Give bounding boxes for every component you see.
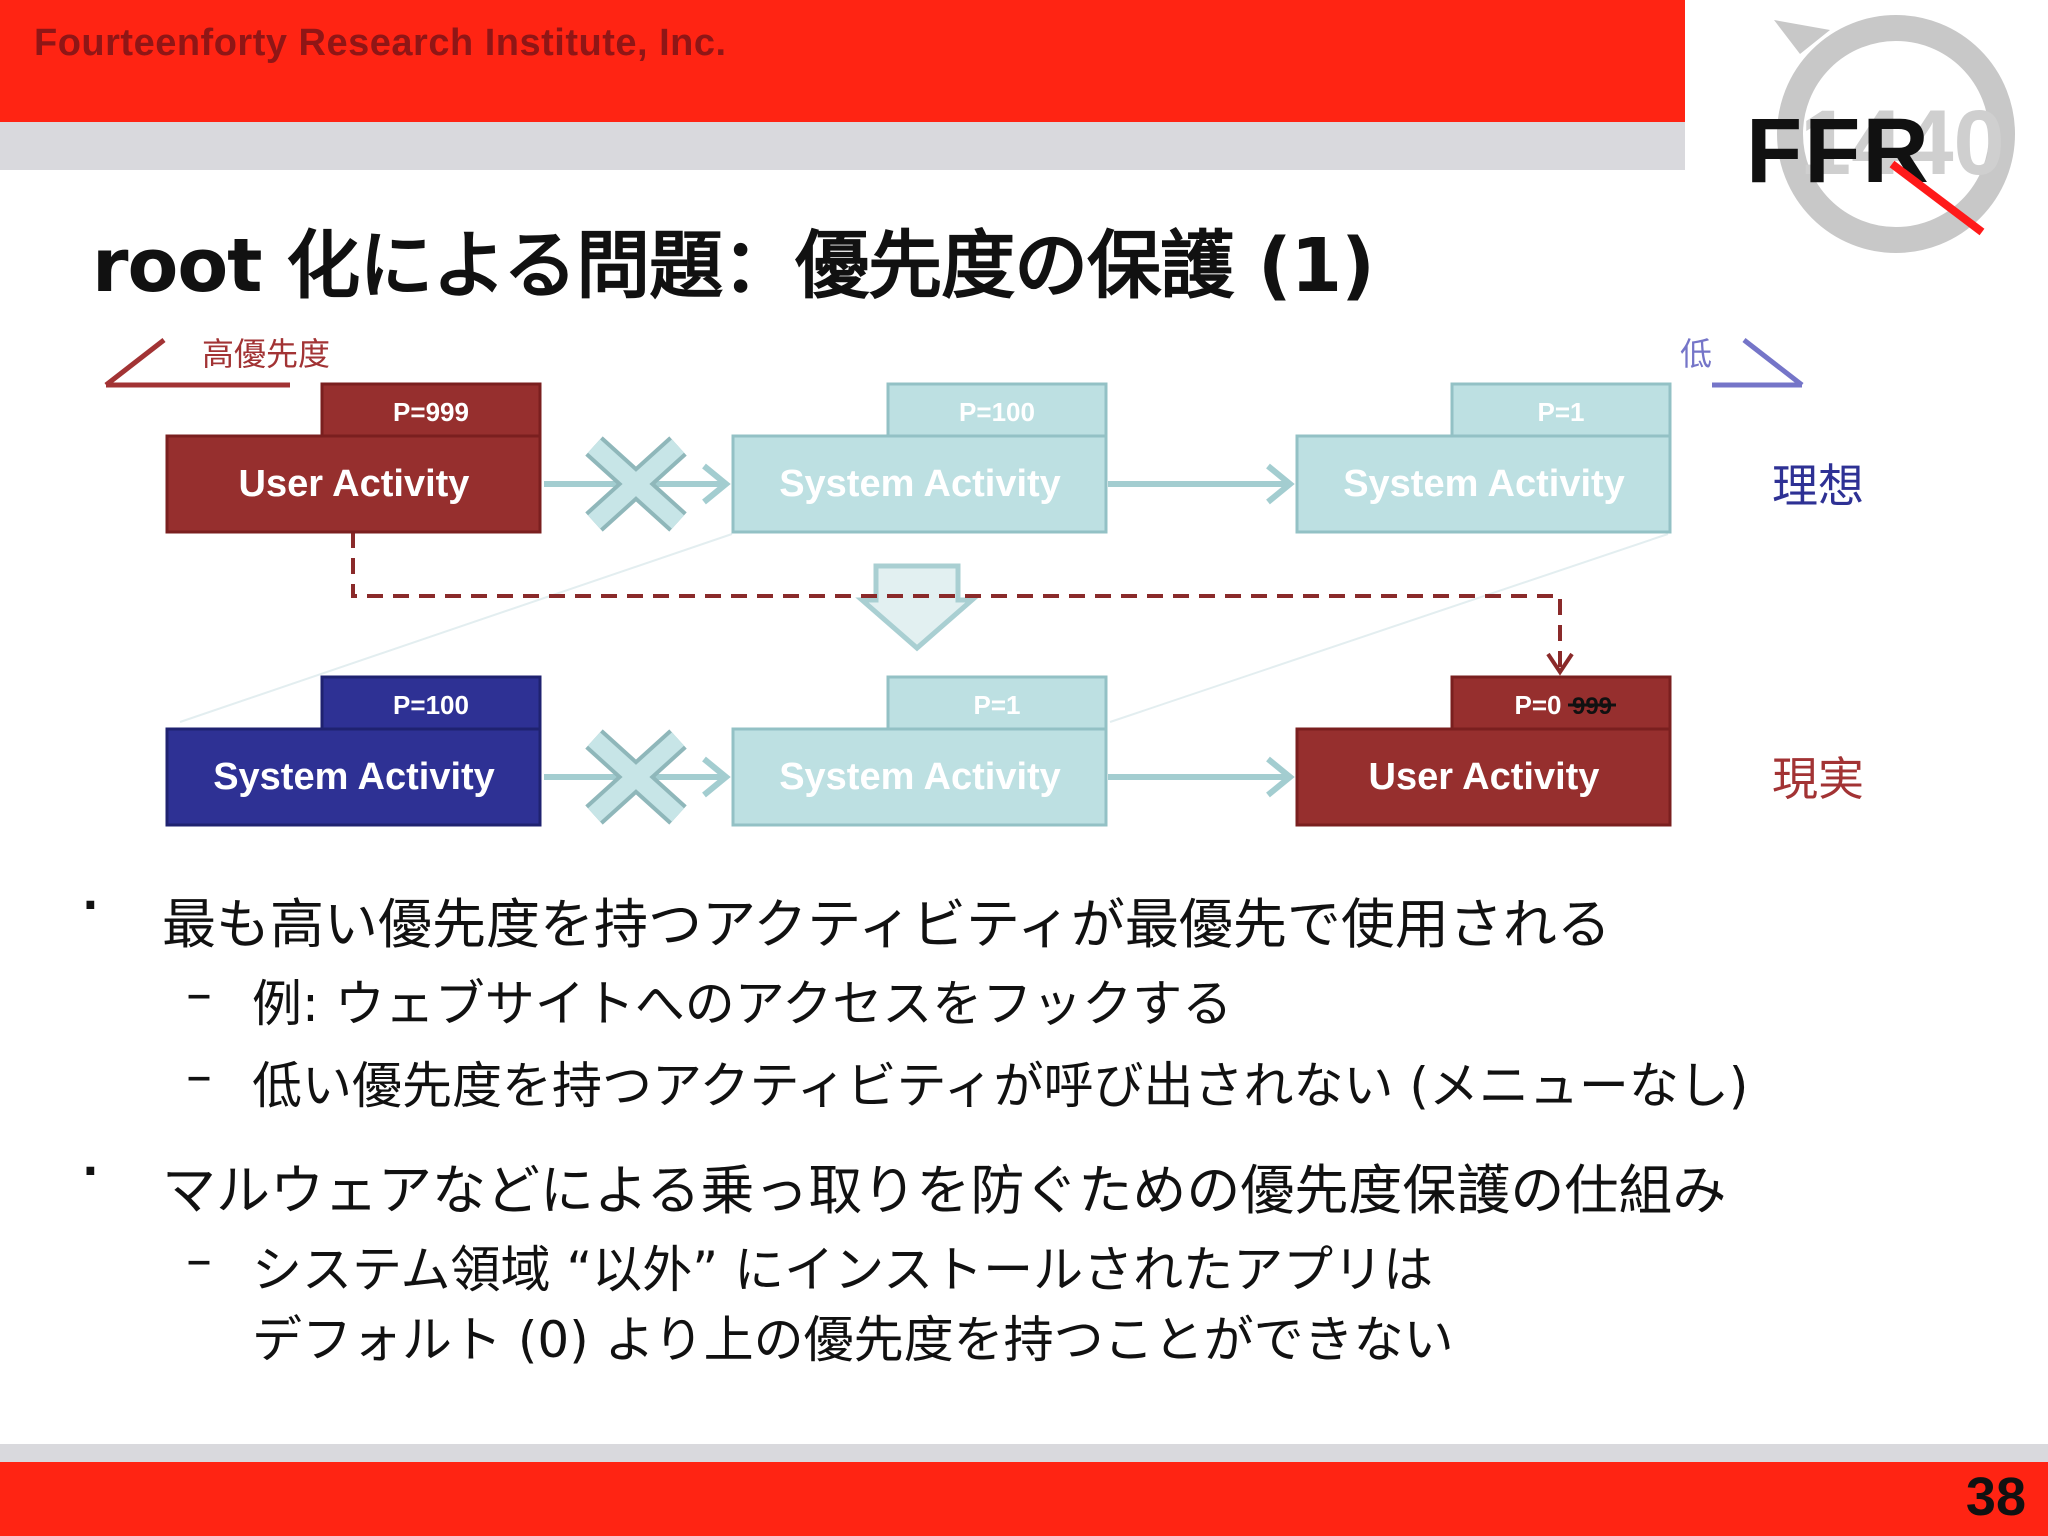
low-priority-label: 低	[1680, 335, 1712, 373]
activity-name: System Activity	[779, 463, 1061, 505]
activity-name: System Activity	[1343, 463, 1625, 505]
high-priority-indicator	[104, 338, 290, 388]
ideal-activity-2: P=100 System Activity	[731, 382, 1108, 534]
footer-stripe	[0, 1444, 2048, 1462]
logo-watermark: 1440	[1800, 92, 2005, 194]
priority-drop-arrowhead	[1546, 652, 1574, 676]
sub-bullet-item: 例: ウェブサイトへのアクセスをフックする	[252, 975, 1233, 1033]
priority-label: P=100	[959, 397, 1035, 427]
bullet-item: 最も高い優先度を持つアクティビティが最優先で使用される	[162, 893, 1611, 956]
logo-text: FFR	[1746, 100, 1931, 202]
header-bar	[0, 0, 1685, 122]
high-priority-label: 高優先度	[202, 335, 330, 373]
ideal-label: 理想	[1772, 459, 1864, 513]
ffr-logo: 1440 FFR	[1746, 15, 2015, 253]
ideal-activity-1: P=999 User Activity	[165, 382, 542, 534]
priority-label: P=999	[393, 397, 469, 427]
blocked-x-icon	[585, 729, 687, 825]
bullet-dot: ·	[82, 1146, 99, 1197]
reality-activity-3: P=0 999 User Activity	[1295, 675, 1672, 827]
reality-activity-1: P=100 System Activity	[165, 675, 542, 827]
activity-name: User Activity	[239, 463, 470, 505]
page-number: 38	[1965, 1467, 2026, 1527]
sub-bullet-dash: –	[186, 1230, 212, 1290]
sub-bullet-item-continued: デフォルト (0) より上の優先度を持つことができない	[252, 1311, 1454, 1369]
priority-drop-path	[351, 532, 1562, 670]
company-name: Fourteenforty Research Institute, Inc.	[34, 22, 727, 64]
priority-label: P=0	[1515, 690, 1562, 720]
activity-name: System Activity	[779, 756, 1061, 798]
bullet-dot: ·	[82, 880, 99, 931]
header-stripe	[0, 122, 1685, 170]
activity-name: System Activity	[213, 756, 495, 798]
sub-bullet-dash: –	[186, 1046, 212, 1106]
bullet-item: マルウェアなどによる乗っ取りを防ぐための優先度保護の仕組み	[162, 1159, 1727, 1222]
sub-bullet-item: システム領域 “以外” にインストールされたアプリは	[252, 1241, 1434, 1299]
priority-label: P=100	[393, 690, 469, 720]
reality-label: 現実	[1772, 752, 1864, 806]
reality-activity-2: P=1 System Activity	[731, 675, 1108, 827]
footer-bar	[0, 1462, 2048, 1536]
priority-label: P=1	[974, 690, 1021, 720]
slide-title: root 化による問題：優先度の保護 (1)	[92, 223, 1375, 309]
sub-bullet-dash: –	[186, 964, 212, 1024]
transition-arrow-icon	[855, 563, 979, 652]
low-priority-indicator	[1712, 338, 1804, 388]
blocked-x-icon	[585, 436, 687, 532]
ideal-activity-3: P=1 System Activity	[1295, 382, 1672, 534]
priority-label: P=1	[1538, 397, 1585, 427]
sub-bullet-item: 低い優先度を持つアクティビティが呼び出されない (メニューなし)	[252, 1057, 1749, 1115]
activity-name: User Activity	[1369, 756, 1600, 798]
